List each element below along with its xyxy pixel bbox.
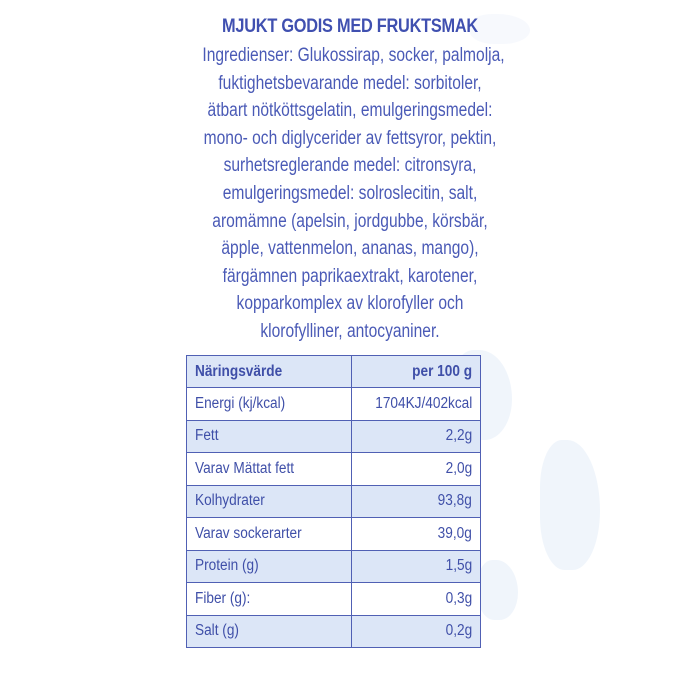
nutrition-row-salt: Salt (g) 0,2g [186, 614, 481, 648]
ingredients-line: ätbart nötköttsgelatin, emulgeringsmedel… [207, 100, 493, 122]
nutrient-name: Fiber (g): [186, 582, 352, 616]
nutrient-name: Varav Mättat fett [186, 452, 352, 486]
nutrient-value: 1,5g [351, 549, 481, 583]
print-wear [470, 14, 530, 44]
ingredients-section: MJUKT GODIS MED FRUKTSMAK Ingredienser: … [170, 14, 530, 346]
nutrition-table-container: Näringsvärde per 100 g Energi (kj/kcal) … [186, 355, 481, 648]
ingredients-line: surhetsreglerande medel: citronsyra, [223, 155, 477, 177]
nutrition-row-fiber: Fiber (g): 0,3g [186, 582, 481, 616]
nutrient-name: Protein (g) [186, 549, 352, 583]
nutrient-name: Energi (kj/kcal) [186, 387, 352, 421]
nutrient-name: Varav sockerarter [186, 517, 352, 551]
ingredients-line: kopparkomplex av klorofyller och [236, 293, 464, 315]
nutrient-value: 0,3g [351, 582, 481, 616]
nutrition-header-row: Näringsvärde per 100 g [186, 355, 481, 388]
nutrient-value: 2,2g [351, 419, 481, 453]
print-wear [478, 560, 518, 620]
nutrition-table: Näringsvärde per 100 g Energi (kj/kcal) … [186, 355, 481, 648]
ingredients-line: emulgeringsmedel: solroslecitin, salt, [222, 182, 478, 204]
nutrient-value: 0,2g [351, 614, 481, 648]
ingredients-line: aromämne (apelsin, jordgubbe, körsbär, [212, 210, 488, 232]
nutrition-row-fat: Fett 2,2g [186, 419, 481, 453]
nutrient-name: Salt (g) [186, 614, 352, 648]
product-title: MJUKT GODIS MED FRUKTSMAK [222, 16, 478, 37]
nutrient-value: 39,0g [351, 517, 481, 551]
nutrient-name: Kolhydrater [186, 484, 352, 518]
ingredients-line: klorofylliner, antocyaniner. [260, 320, 440, 342]
ingredients-line: färgämnen paprikaextrakt, karotener, [222, 265, 478, 287]
nutrition-row-protein: Protein (g) 1,5g [186, 549, 481, 583]
nutrient-value: 1704KJ/402kcal [351, 387, 481, 421]
ingredients-line: fuktighetsbevarande medel: sorbitoler, [218, 72, 482, 94]
nutrient-name: Fett [186, 419, 352, 453]
nutrition-row-saturated-fat: Varav Mättat fett 2,0g [186, 452, 481, 486]
nutrition-header-name: Näringsvärde [186, 355, 352, 388]
nutrition-header-value: per 100 g [351, 355, 481, 388]
nutrient-value: 2,0g [351, 452, 481, 486]
ingredients-line: mono- och diglycerider av fettsyror, pek… [203, 127, 497, 149]
ingredients-line: äpple, vattenmelon, ananas, mango), [221, 238, 479, 260]
nutrition-row-sugars: Varav sockerarter 39,0g [186, 517, 481, 551]
nutrition-row-carbohydrates: Kolhydrater 93,8g [186, 484, 481, 518]
nutrition-row-energy: Energi (kj/kcal) 1704KJ/402kcal [186, 387, 481, 421]
nutrient-value: 93,8g [351, 484, 481, 518]
print-wear [540, 440, 600, 570]
ingredients-text: Ingredienser: Glukossirap, socker, palmo… [170, 42, 530, 346]
ingredients-line: Ingredienser: Glukossirap, socker, palmo… [202, 45, 505, 66]
